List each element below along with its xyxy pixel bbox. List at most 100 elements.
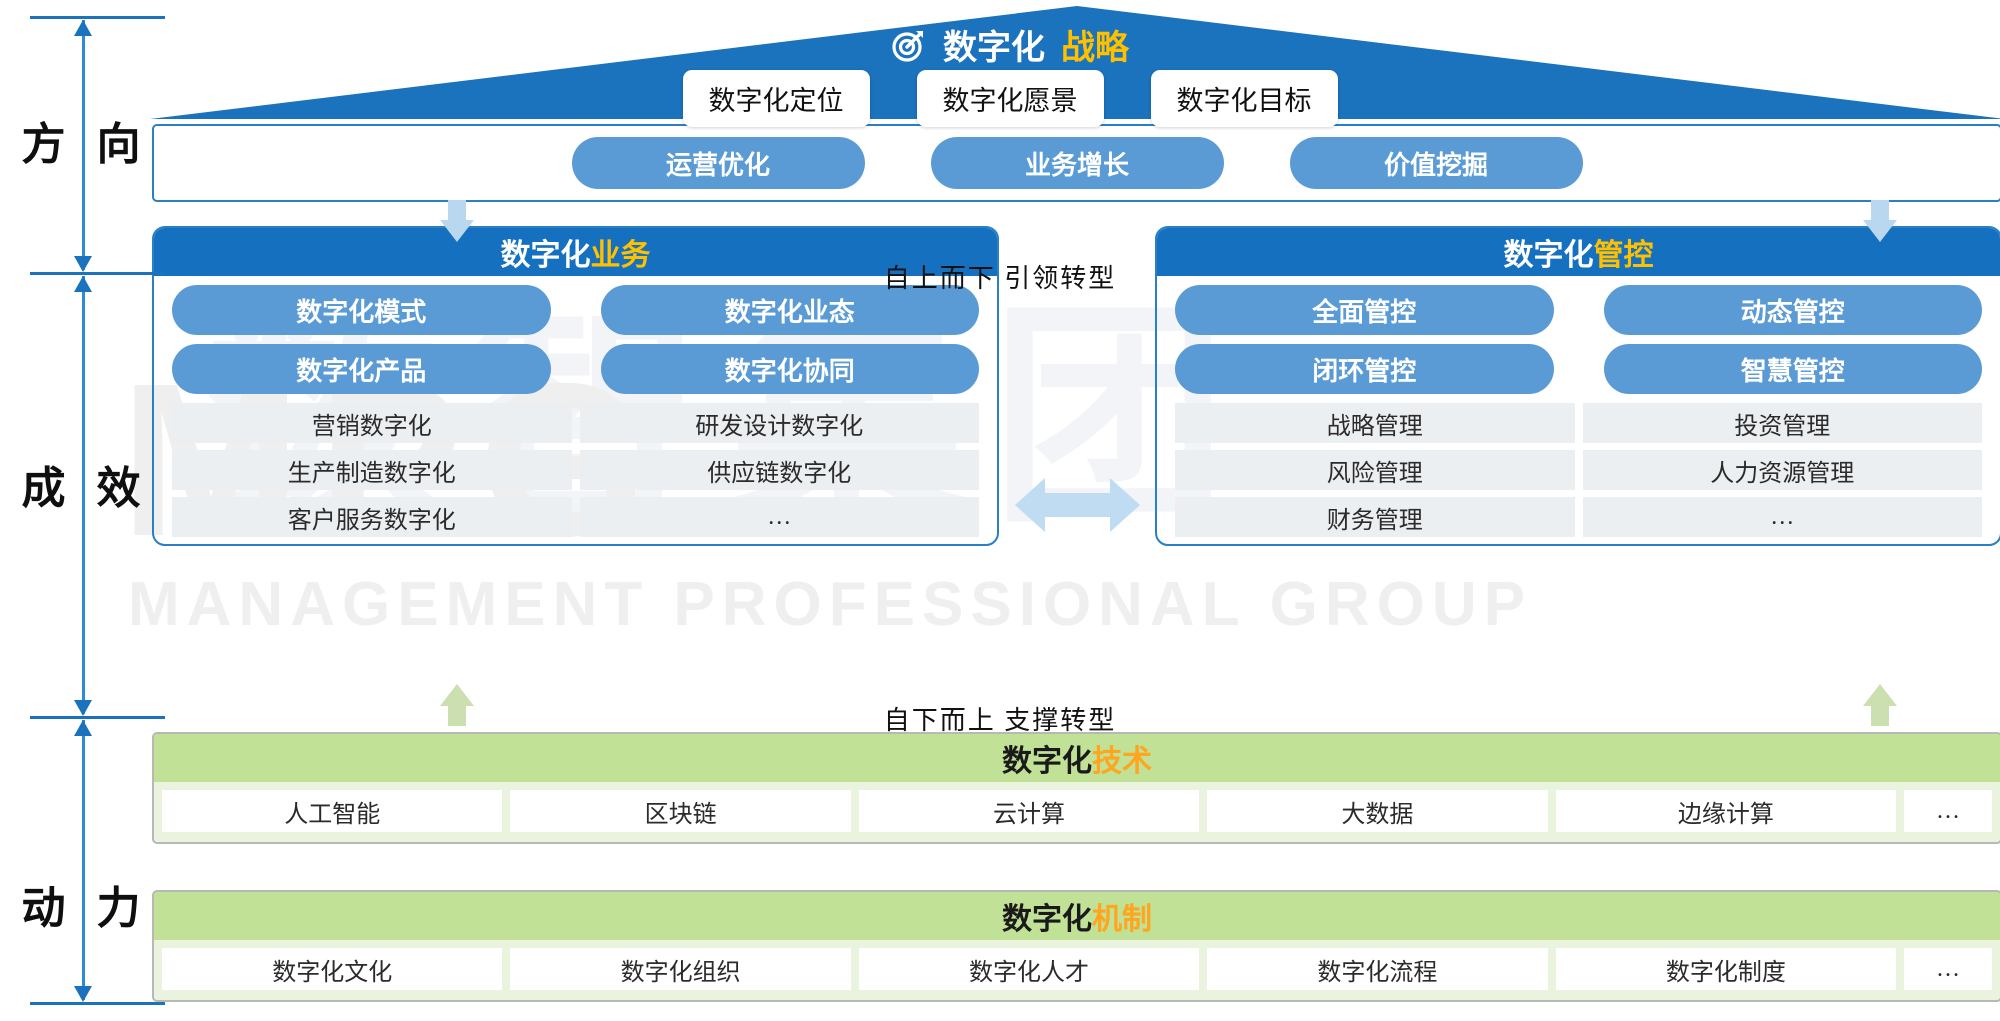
business-item-rnd[interactable]: 研发设计数字化	[579, 403, 979, 443]
rail-line-power	[82, 720, 85, 1000]
technology-item-more[interactable]: …	[1904, 790, 1993, 832]
governance-item-finance[interactable]: 财务管理	[1175, 497, 1575, 537]
mechanism-item-organization[interactable]: 数字化组织	[510, 948, 851, 990]
business-item-marketing[interactable]: 营销数字化	[172, 403, 572, 443]
rail-tick-top	[30, 16, 165, 19]
direction-pill-growth[interactable]: 业务增长	[930, 137, 1224, 189]
business-capability-product[interactable]: 数字化产品	[172, 344, 551, 394]
roof-title: 数字化战略	[150, 20, 1870, 69]
green-block-mechanism: 数字化机制 数字化文化 数字化组织 数字化人才 数字化流程 数字化制度 …	[152, 890, 2000, 1002]
governance-item-hr[interactable]: 人力资源管理	[1582, 450, 1982, 490]
technology-item-edge[interactable]: 边缘计算	[1555, 790, 1897, 832]
rail-arrow-down-effect	[74, 700, 92, 716]
governance-capability-dynamic[interactable]: 动态管控	[1603, 285, 1982, 335]
rail-label-effect: 成 效	[21, 464, 151, 513]
rail-label-direction: 方 向	[21, 120, 151, 169]
business-item-row-1: 营销数字化 研发设计数字化	[172, 403, 979, 443]
business-item-customer-service[interactable]: 客户服务数字化	[172, 497, 572, 537]
rail-arrow-up-power	[74, 720, 92, 736]
panel-governance-body: 全面管控 动态管控 闭环管控 智慧管控 战略管理 投资管理 风险管理 人力资源管…	[1157, 276, 2000, 537]
panel-business-title-accent: 业务	[590, 239, 651, 272]
business-capability-synergy[interactable]: 数字化协同	[600, 344, 979, 394]
governance-capability-smart[interactable]: 智慧管控	[1603, 344, 1982, 394]
rail-label-power: 动 力	[21, 884, 151, 933]
business-item-supply-chain[interactable]: 供应链数字化	[579, 450, 979, 490]
direction-pill-value[interactable]: 价值挖掘	[1289, 137, 1583, 189]
rail-tick-bottom	[30, 1002, 165, 1005]
roof-triangle-shape	[150, 6, 2000, 119]
rail-arrow-down-direction	[74, 256, 92, 272]
governance-item-row-3: 财务管理 …	[1175, 497, 1982, 537]
flow-caption-bottom: 自下而上 支撑转型	[883, 706, 1117, 735]
business-item-row-3: 客户服务数字化 …	[172, 497, 979, 537]
panel-business-body: 数字化模式 数字化业态 数字化产品 数字化协同 营销数字化 研发设计数字化 生产…	[154, 276, 997, 537]
panel-business-header: 数字化业务	[154, 228, 997, 276]
panel-digital-governance: 数字化管控 全面管控 动态管控 闭环管控 智慧管控 战略管理 投资管理 风险管理…	[1155, 226, 2000, 546]
mechanism-item-talent[interactable]: 数字化人才	[858, 948, 1200, 990]
governance-capability-comprehensive[interactable]: 全面管控	[1175, 285, 1554, 335]
mechanism-item-culture[interactable]: 数字化文化	[162, 948, 503, 990]
mechanism-item-row: 数字化文化 数字化组织 数字化人才 数字化流程 数字化制度 …	[154, 940, 2000, 1000]
governance-item-risk[interactable]: 风险管理	[1175, 450, 1575, 490]
rail-arrow-up-top	[74, 20, 92, 36]
panel-business-title-main: 数字化	[500, 239, 591, 272]
panel-digital-business: 数字化业务 数字化模式 数字化业态 数字化产品 数字化协同 营销数字化 研发设计…	[152, 226, 999, 546]
governance-item-strategy[interactable]: 战略管理	[1175, 403, 1575, 443]
green-block-technology: 数字化技术 人工智能 区块链 云计算 大数据 边缘计算 …	[152, 732, 2000, 844]
strategy-roof	[150, 6, 2000, 121]
technology-item-cloud[interactable]: 云计算	[858, 790, 1200, 832]
direction-pill-operations[interactable]: 运营优化	[571, 137, 865, 189]
business-item-manufacturing[interactable]: 生产制造数字化	[172, 450, 572, 490]
technology-item-bigdata[interactable]: 大数据	[1207, 790, 1548, 832]
mechanism-item-process[interactable]: 数字化流程	[1207, 948, 1548, 990]
roof-title-main: 数字化	[943, 30, 1045, 67]
rail-tick-effect-power	[30, 716, 165, 719]
rail-line-effect	[82, 276, 85, 714]
roof-pill-vision[interactable]: 数字化愿景	[916, 70, 1104, 127]
mechanism-title-main: 数字化	[1002, 903, 1092, 936]
watermark-subtitle: MANAGEMENT PROFESSIONAL GROUP	[128, 570, 1533, 639]
down-arrow-right	[1863, 200, 1897, 242]
governance-item-row-2: 风险管理 人力资源管理	[1175, 450, 1982, 490]
rail-arrow-down-bottom	[74, 986, 92, 1002]
direction-band: 运营优化 业务增长 价值挖掘	[152, 124, 2000, 202]
governance-capability-closed-loop[interactable]: 闭环管控	[1175, 344, 1554, 394]
mechanism-item-more[interactable]: …	[1904, 948, 1993, 990]
technology-header: 数字化技术	[154, 734, 2000, 782]
mechanism-title-accent: 机制	[1092, 903, 1152, 936]
panel-governance-title-main: 数字化	[1503, 239, 1594, 272]
panel-governance-title-accent: 管控	[1593, 239, 1654, 272]
technology-item-ai[interactable]: 人工智能	[162, 790, 503, 832]
technology-title-main: 数字化	[1002, 745, 1092, 778]
governance-item-more[interactable]: …	[1582, 497, 1982, 537]
bidirectional-arrow-icon	[1015, 472, 1140, 538]
target-icon	[891, 27, 927, 63]
business-capability-row-2: 数字化产品 数字化协同	[172, 344, 979, 394]
mechanism-item-system[interactable]: 数字化制度	[1555, 948, 1897, 990]
technology-item-row: 人工智能 区块链 云计算 大数据 边缘计算 …	[154, 782, 2000, 842]
rail-tick-direction-effect	[30, 272, 165, 275]
business-capability-row-1: 数字化模式 数字化业态	[172, 285, 979, 335]
technology-item-blockchain[interactable]: 区块链	[510, 790, 851, 832]
business-item-more[interactable]: …	[579, 497, 979, 537]
technology-title-accent: 技术	[1092, 745, 1152, 778]
roof-pill-goal[interactable]: 数字化目标	[1150, 70, 1338, 127]
roof-pill-group: 数字化定位 数字化愿景 数字化目标	[150, 70, 1870, 127]
roof-pill-positioning[interactable]: 数字化定位	[682, 70, 870, 127]
up-arrow-left	[440, 684, 474, 726]
business-item-row-2: 生产制造数字化 供应链数字化	[172, 450, 979, 490]
business-capability-mode[interactable]: 数字化模式	[172, 285, 551, 335]
rail-line-direction	[82, 20, 85, 270]
mechanism-header: 数字化机制	[154, 892, 2000, 940]
roof-title-accent: 战略	[1061, 30, 1129, 67]
governance-item-row-1: 战略管理 投资管理	[1175, 403, 1982, 443]
up-arrow-right	[1863, 684, 1897, 726]
flow-caption-top: 自上而下 引领转型	[883, 264, 1117, 293]
governance-capability-row-1: 全面管控 动态管控	[1175, 285, 1982, 335]
panel-governance-header: 数字化管控	[1157, 228, 2000, 276]
business-capability-format[interactable]: 数字化业态	[600, 285, 979, 335]
rail-arrow-up-effect	[74, 276, 92, 292]
governance-item-investment[interactable]: 投资管理	[1582, 403, 1982, 443]
governance-capability-row-2: 闭环管控 智慧管控	[1175, 344, 1982, 394]
